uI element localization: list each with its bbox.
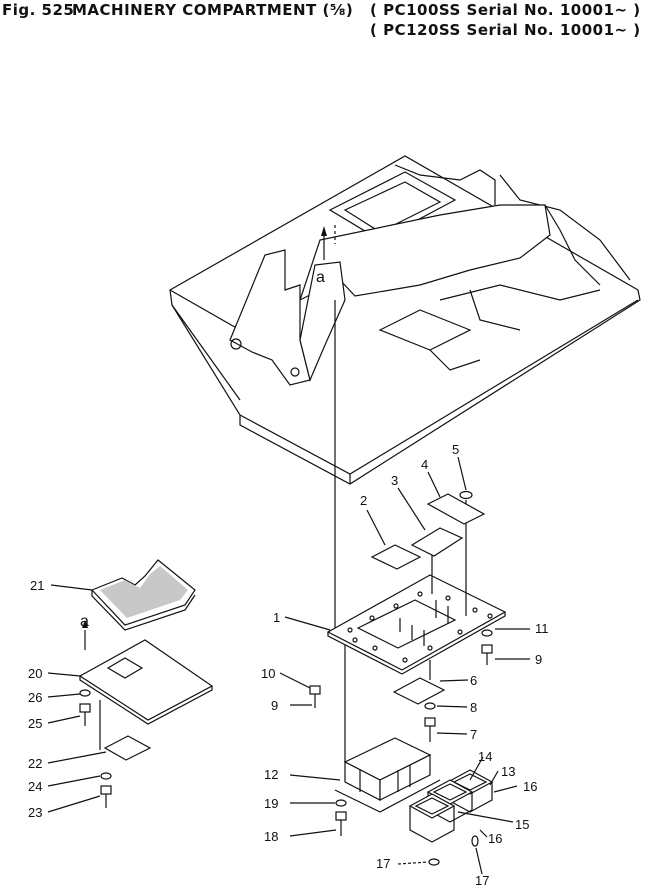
bolt-part-9-left — [309, 685, 321, 708]
callout-17-bottom: 17 — [475, 873, 489, 886]
callout-7: 7 — [470, 727, 477, 742]
callout-22: 22 — [28, 756, 42, 771]
washer-part-17 — [428, 858, 440, 866]
washer-part-8 — [424, 702, 436, 710]
callout-23: 23 — [28, 805, 42, 820]
serial-range-pc120ss: ( PC120SS Serial No. 10001~ ) — [370, 21, 641, 39]
mount-part-15 — [408, 793, 456, 843]
callout-15: 15 — [515, 817, 529, 832]
callout-18: 18 — [264, 829, 278, 844]
pad-part-4 — [426, 493, 486, 525]
figure-title: MACHINERY COMPARTMENT (⅝) — [72, 1, 354, 19]
washer-part-24 — [100, 772, 112, 780]
mat-part-21 — [90, 559, 196, 631]
callout-26: 26 — [28, 690, 42, 705]
floor-plate-part-20 — [78, 639, 214, 750]
callout-9-left: 9 — [271, 698, 278, 713]
callout-16-right: 16 — [523, 779, 537, 794]
callout-10: 10 — [261, 666, 275, 681]
washer-part-26 — [79, 689, 91, 697]
revolving-frame: a — [169, 155, 641, 485]
figure-number: Fig. 525 — [2, 1, 75, 19]
callout-11: 11 — [535, 621, 549, 636]
callout-25: 25 — [28, 716, 42, 731]
callout-20: 20 — [28, 666, 42, 681]
washer-part-19 — [335, 799, 347, 807]
callout-16-lower: 16 — [488, 831, 502, 846]
bolt-part-18 — [335, 811, 347, 836]
callout-5: 5 — [452, 442, 459, 457]
cover-part-6 — [392, 677, 446, 705]
callout-3: 3 — [391, 473, 398, 488]
bolt-part-25 — [79, 703, 91, 726]
floor-plate-part-1 — [326, 500, 507, 675]
callout-6: 6 — [470, 673, 477, 688]
callout-17-left: 17 — [376, 856, 390, 871]
view-marker-a-left: a — [80, 613, 89, 630]
pad-part-2 — [370, 544, 422, 570]
callout-1: 1 — [273, 610, 280, 625]
callout-24: 24 — [28, 779, 42, 794]
callout-2: 2 — [360, 493, 367, 508]
pad-part-3 — [410, 527, 464, 557]
cover-part-22 — [103, 735, 152, 761]
serial-range-pc100ss: ( PC100SS Serial No. 10001~ ) — [370, 1, 641, 19]
view-marker-a-frame: a — [316, 269, 325, 286]
bolt-part-9-right — [481, 644, 493, 665]
callout-9-right: 9 — [535, 652, 542, 667]
callout-leaders — [47, 456, 530, 875]
callout-12: 12 — [264, 767, 278, 782]
washer-part-5 — [459, 490, 473, 500]
callout-19: 19 — [264, 796, 278, 811]
callout-4: 4 — [421, 457, 428, 472]
callout-labels: 1 2 3 4 5 6 7 8 9 9 10 11 12 13 14 15 16… — [28, 442, 549, 886]
callout-8: 8 — [470, 700, 477, 715]
callout-13: 13 — [501, 764, 515, 779]
spacer-part-16 — [471, 835, 479, 847]
callout-14: 14 — [478, 749, 492, 764]
bolt-part-23 — [100, 785, 112, 808]
washer-part-11 — [481, 629, 493, 637]
bolt-part-7 — [424, 717, 436, 742]
callout-21: 21 — [30, 578, 44, 593]
bracket-part-12 — [334, 737, 441, 813]
